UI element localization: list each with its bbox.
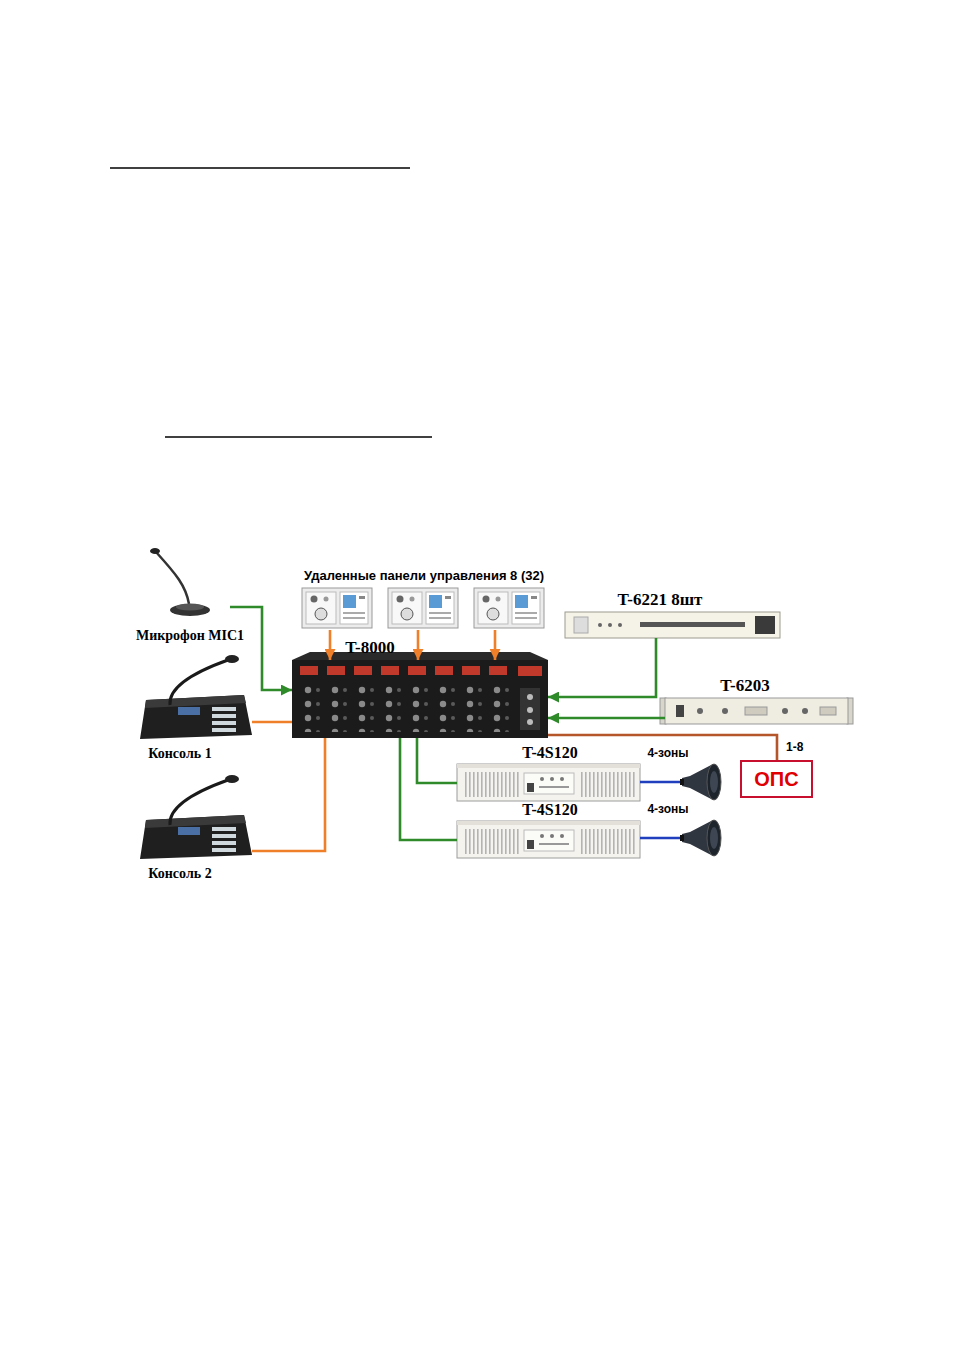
tuner-figure (820, 707, 836, 715)
signal-wire (548, 717, 665, 720)
matrix-figure (327, 666, 345, 675)
signal-wire (230, 607, 292, 690)
matrix-figure (292, 660, 548, 738)
tuner-figure (676, 705, 684, 717)
fire-alarm-box: ОПС (740, 760, 813, 798)
player-figure (598, 623, 602, 627)
player-figure (755, 616, 775, 634)
amplifier: T-4S120 (457, 821, 640, 858)
tuner-figure (665, 698, 848, 724)
control-panel-figure (302, 588, 544, 628)
control-panel-figure (388, 588, 458, 628)
amplifier-figure (457, 821, 640, 858)
device-label: T-6203 (720, 676, 769, 696)
microphone: Микрофон MIC1 (150, 548, 230, 622)
device-label: ОПС (754, 768, 798, 791)
tuner-figure (745, 707, 767, 715)
signal-wire (640, 781, 680, 784)
device-label: T-6221 8шт (618, 590, 703, 610)
matrix-figure (435, 666, 453, 675)
player-figure (640, 622, 745, 627)
device-label: 4-зоны (647, 802, 688, 816)
signal-wire (640, 837, 680, 840)
player-figure (565, 612, 780, 638)
speaker-figure (680, 764, 721, 800)
microphone-figure (150, 548, 160, 554)
matrix-figure (300, 684, 516, 732)
matrix-figure (354, 666, 372, 675)
device-label: Микрофон MIC1 (136, 628, 244, 644)
matrix-figure (527, 694, 533, 700)
underline (110, 167, 410, 169)
matrix-figure (520, 688, 540, 730)
matrix-figure (518, 666, 542, 676)
device-label: Удаленные панели управления 8 (32) (304, 568, 544, 583)
wire-label: 1-8 (784, 741, 805, 754)
player-figure (565, 612, 780, 638)
microphone-figure (150, 548, 210, 616)
tuner-figure (802, 708, 808, 714)
signal-wire (417, 630, 420, 660)
underline (165, 436, 432, 438)
player-figure (574, 617, 588, 633)
matrix-figure (489, 666, 507, 675)
matrix-figure (300, 666, 318, 675)
console-figure (140, 655, 252, 859)
matrix-figure (527, 719, 533, 725)
matrix-controller: T-8000 (292, 660, 548, 738)
player-device: T-6221 8шт (565, 612, 780, 638)
zone-speaker: 4-зоны (680, 762, 724, 802)
matrix-figure (381, 666, 399, 675)
tuner-figure (782, 708, 788, 714)
zone-speaker: 4-зоны (680, 818, 724, 858)
device-label: 4-зоны (647, 746, 688, 760)
signal-wire (548, 638, 656, 697)
signal-wire (417, 738, 457, 783)
device-label: Консоль 1 (148, 746, 211, 762)
tuner-figure (697, 708, 703, 714)
signal-wire (252, 721, 292, 724)
control-panel-figure (302, 588, 372, 628)
signal-wire (329, 630, 332, 660)
matrix-figure (462, 666, 480, 675)
microphone-figure (176, 604, 204, 611)
paging-console: Консоль 1 (140, 655, 252, 740)
device-label: T-8000 (345, 638, 394, 658)
signal-wire (494, 630, 497, 660)
speaker-figure (680, 820, 721, 856)
amplifier: T-4S120 (457, 764, 640, 801)
matrix-figure (292, 652, 548, 738)
tuner-figure (660, 698, 853, 724)
player-figure (608, 623, 612, 627)
player-figure (618, 623, 622, 627)
device-label: T-4S120 (522, 744, 577, 762)
amplifier-figure (457, 764, 640, 858)
control-panel-figure (474, 588, 544, 628)
signal-wire (252, 738, 325, 851)
tuner-figure (722, 708, 728, 714)
microphone-figure (156, 552, 189, 604)
microphone-figure (170, 604, 210, 616)
matrix-figure (527, 707, 533, 713)
matrix-figure (408, 666, 426, 675)
signal-wire (548, 735, 777, 760)
console-figure (140, 775, 252, 859)
device-label: Консоль 2 (148, 866, 211, 882)
signal-wire (400, 738, 457, 840)
remote-panel-group: Удаленные панели управления 8 (32) (283, 566, 565, 630)
device-label: T-4S120 (522, 801, 577, 819)
paging-console: Консоль 2 (140, 775, 252, 860)
tuner-device: T-6203 (665, 698, 848, 724)
amplifier-figure (457, 764, 640, 801)
console-figure (140, 655, 252, 739)
